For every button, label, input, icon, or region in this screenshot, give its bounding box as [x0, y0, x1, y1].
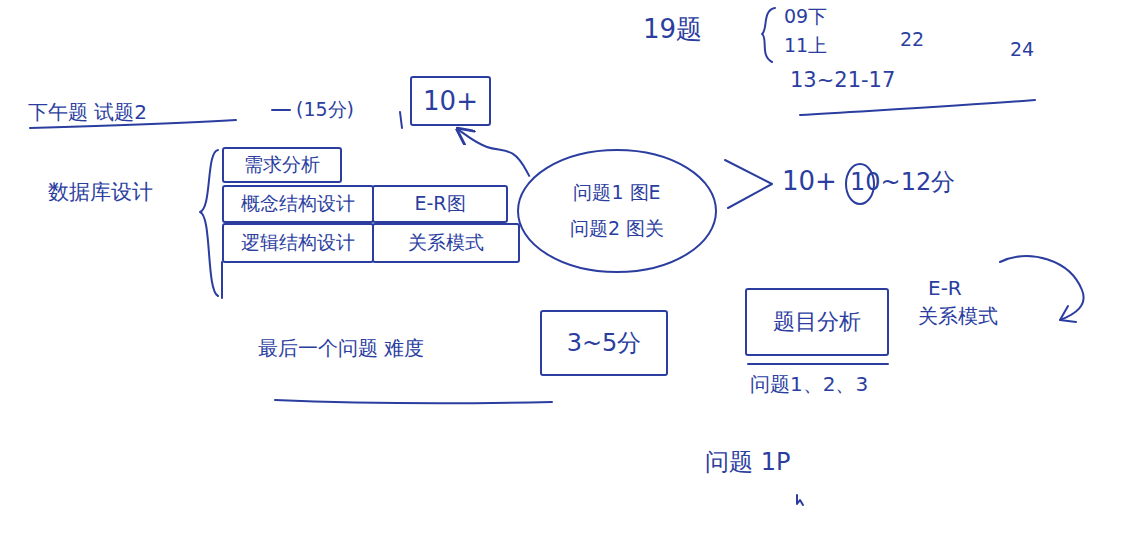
question-ellipse: 问题1 图E 问题2 图关: [516, 148, 718, 274]
node-text: 问题2 图关: [570, 217, 664, 241]
node-text: 3~5分: [567, 328, 642, 358]
score-box: 3~5分: [540, 310, 668, 376]
difficulty-note: 最后一个问题 难度: [258, 336, 424, 360]
node-text: E-R图: [414, 192, 465, 216]
brace: [762, 8, 775, 62]
count-note: 24: [1010, 38, 1034, 61]
table-cell: 逻辑结构设计: [222, 223, 374, 263]
table-cell: E-R图: [372, 185, 508, 223]
node-text: 题目分析: [773, 308, 861, 336]
stage-box: 需求分析: [222, 147, 342, 183]
score-range: 10~12分: [850, 168, 955, 197]
topic-box: 题目分析: [745, 288, 889, 356]
underline: [748, 363, 888, 365]
node-text: 10+: [423, 85, 478, 118]
range-note: 13~21-17: [790, 68, 895, 93]
node-text: 逻辑结构设计: [241, 231, 355, 255]
curved-arrow: [1000, 256, 1084, 320]
node-text: 需求分析: [244, 153, 320, 177]
note: 问题 1P: [705, 448, 790, 477]
cursor-mark: [797, 495, 803, 505]
question-list: 问题1、2、3: [750, 372, 868, 396]
ellipse-outline: [518, 150, 716, 272]
curved-arrow: [457, 129, 529, 177]
arrow-head: [1060, 306, 1076, 322]
question-number: 19题: [643, 14, 702, 45]
dash: [272, 109, 290, 111]
note: E-R: [928, 276, 962, 300]
score-note: (15分): [296, 98, 354, 121]
count-note: 22: [900, 28, 924, 51]
node-text: 问题1 图E: [573, 181, 660, 205]
underline: [800, 100, 1035, 115]
topic-title: 数据库设计: [48, 180, 153, 205]
chevron: [725, 160, 772, 208]
brace: [200, 150, 218, 296]
score-note: 10+: [782, 166, 837, 197]
underline: [275, 400, 552, 403]
note: 关系模式: [918, 304, 998, 328]
table-cell: 概念结构设计: [222, 185, 374, 223]
stroke: [400, 112, 402, 128]
bracket-line: [221, 262, 223, 298]
node-text: 概念结构设计: [241, 192, 355, 216]
year-note: 11上: [784, 34, 827, 57]
section-title: 下午题 试题2: [28, 100, 147, 124]
node-text: 关系模式: [408, 231, 484, 255]
table-cell: 关系模式: [372, 223, 520, 263]
score-box: 10+: [410, 76, 491, 126]
ellipse-outline: [516, 148, 718, 274]
year-note: 09下: [784, 5, 827, 28]
